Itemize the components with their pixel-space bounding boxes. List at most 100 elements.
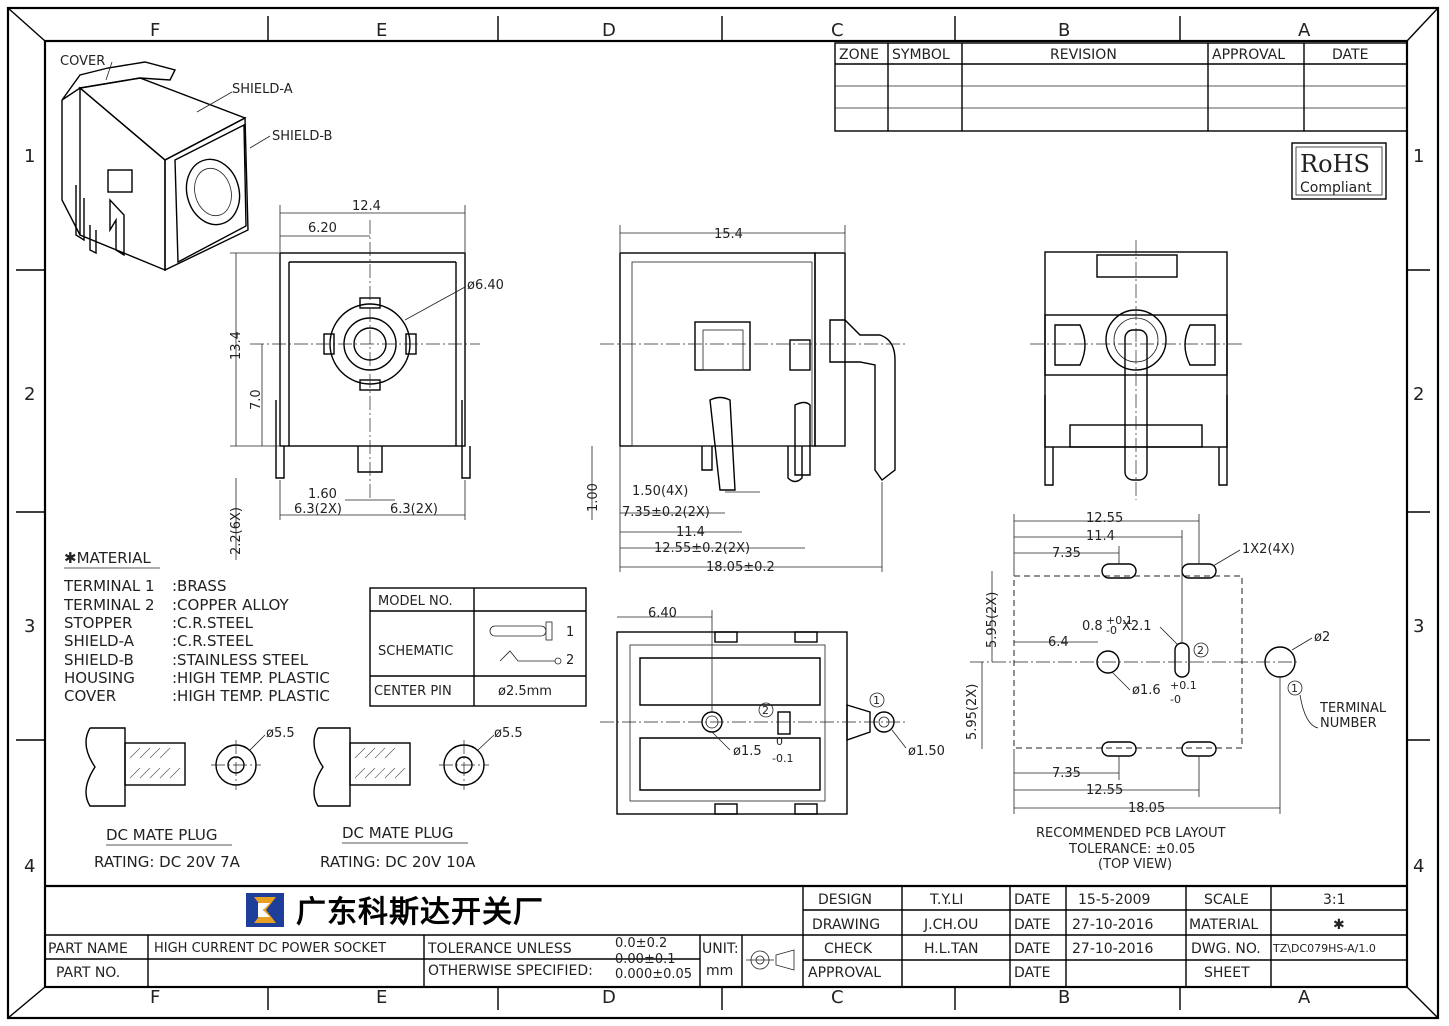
dim-front-mid: 7.0 [249, 389, 264, 410]
zone-row-label: 2 [24, 384, 35, 405]
drawn-by: J.CH.OU [923, 917, 978, 933]
part-no-label: PART NO. [56, 965, 120, 981]
check-date-label: DATE [1014, 941, 1050, 957]
side-view: 15.4 1.00 1.50(4X) 7.35±0.2(2X) 11.4 12.… [586, 225, 905, 575]
material-part: HOUSING [64, 669, 135, 687]
design-date: 15-5-2009 [1078, 892, 1150, 908]
dim-bottom-hole: ø1.5 [733, 744, 762, 759]
model-table: MODEL NO. SCHEMATIC CENTER PIN ø2.5mm 1 … [369, 587, 587, 707]
zone-row-label: 3 [24, 616, 35, 637]
pcb-pin-1: 1 [1291, 682, 1298, 695]
zone-col-label: E [376, 987, 387, 1008]
dim-side-11-4: 11.4 [676, 525, 705, 540]
designer: T.Y.LI [929, 892, 963, 908]
scale-value: 3:1 [1323, 892, 1346, 908]
bottom-pin-1: 1 [873, 694, 880, 707]
center-pin-value: ø2.5mm [498, 684, 552, 699]
projection-symbol-icon [746, 949, 795, 971]
pcb-dim-slot-len: X2.1 [1122, 619, 1152, 634]
rev-header-approval: APPROVAL [1212, 47, 1285, 63]
zone-row-label: 4 [24, 856, 35, 877]
zone-labels: F E D C B A F E D C B A 1 2 3 4 1 2 3 4 [24, 20, 1424, 1008]
dim-bottom-hole-tol-dn: -0.1 [772, 752, 793, 765]
dim-pin-length: 2.2(6X) [229, 507, 244, 555]
pcb-dim-5-95-bottom: 5.95(2X) [965, 684, 980, 740]
title-block: 广东科斯达开关厂 DESIGN T.Y.LI DATE 15-5-2009 SC… [45, 884, 1407, 987]
zone-col-label: D [602, 987, 616, 1008]
rohs-badge: RoHS Compliant [1291, 142, 1387, 200]
tolerance-value-2: 0.00±0.1 [615, 952, 676, 967]
material-spec: :STAINLESS STEEL [172, 651, 309, 669]
material-label: MATERIAL [1189, 917, 1258, 933]
zone-col-label: F [150, 20, 160, 41]
material-part: TERMINAL 2 [63, 596, 155, 614]
material-part: COVER [64, 687, 116, 705]
isometric-view: COVER SHIELD-A SHIELD-B [60, 54, 332, 272]
dim-side-18-05: 18.05±0.2 [706, 560, 775, 575]
dim-bottom-pin: ø1.50 [908, 744, 945, 759]
pcb-dim-7-35: 7.35 [1052, 546, 1081, 561]
pcb-pin-2: 2 [1197, 644, 1204, 657]
schematic-label: SCHEMATIC [378, 644, 453, 659]
pcb-dim-hole-tol-up: +0.1 [1170, 679, 1197, 692]
scale-label: SCALE [1204, 892, 1249, 908]
check-label: CHECK [824, 941, 873, 957]
material-spec: :COPPER ALLOY [172, 596, 290, 614]
zone-row-label: 4 [1413, 856, 1424, 877]
pcb-dim-0-8: 0.8 [1082, 619, 1103, 634]
part-name-label: PART NAME [48, 941, 128, 957]
pcb-dim-5-95-top: 5.95(2X) [985, 592, 1000, 648]
company-name: 广东科斯达开关厂 [296, 895, 544, 930]
pcb-dim-0-8-tol-up: +0.1 [1106, 614, 1133, 627]
dim-pitch-left: 6.3(2X) [294, 502, 342, 517]
model-no-label: MODEL NO. [378, 594, 453, 609]
schematic-pin-2: 2 [566, 653, 574, 668]
bottom-view: 6.40 2 1 ø1.5 0 -0.1 ø1.50 [600, 606, 945, 815]
pcb-dim-6-4: 6.4 [1048, 635, 1069, 650]
tolerance-line-1: TOLERANCE UNLESS [427, 941, 572, 957]
pcb-dim-12-55: 12.55 [1086, 511, 1123, 526]
drawing-date-label: DATE [1014, 917, 1050, 933]
plug-1-dia: ø5.5 [266, 726, 295, 741]
plug-2-title: DC MATE PLUG [342, 824, 454, 842]
rev-header-zone: ZONE [839, 47, 879, 63]
rev-header-date: DATE [1332, 47, 1368, 63]
dc-mate-plug-2: ø5.5 DC MATE PLUG RATING: DC 20V 10A [313, 726, 523, 871]
company-logo [246, 893, 284, 927]
tolerance-value-3: 0.000±0.05 [615, 967, 692, 982]
zone-row-label: 2 [1413, 384, 1424, 405]
zone-row-label: 1 [24, 146, 35, 167]
material-part: STOPPER [64, 614, 132, 632]
dim-bottom-6-40: 6.40 [648, 606, 677, 621]
plug-2-rating: RATING: DC 20V 10A [320, 853, 476, 871]
dim-front-height: 13.4 [229, 331, 244, 360]
dim-pin-width: 1.60 [308, 487, 337, 502]
zone-col-label: C [831, 20, 844, 41]
zone-col-label: F [150, 987, 160, 1008]
part-name-value: HIGH CURRENT DC POWER SOCKET [154, 941, 386, 956]
pcb-dim-b-18-05: 18.05 [1128, 801, 1165, 816]
front-view: 12.4 6.20 ø6.40 13.4 7.0 2.2(6X) 1.60 6.… [229, 199, 504, 560]
zone-col-label: D [602, 20, 616, 41]
dim-front-width: 12.4 [352, 199, 381, 214]
pcb-dim-11-4: 11.4 [1086, 529, 1115, 544]
unit-value: mm [706, 963, 733, 979]
material-part: SHIELD-B [64, 651, 134, 669]
unit-label: UNIT: [702, 941, 739, 957]
material-spec: :C.R.STEEL [172, 632, 254, 650]
drawing-label: DRAWING [812, 917, 880, 933]
pcb-caption-1: RECOMMENDED PCB LAYOUT [1036, 826, 1226, 841]
dim-side-length: 15.4 [714, 227, 743, 242]
rev-header-revision: REVISION [1050, 47, 1117, 63]
approval-date-label: DATE [1014, 965, 1050, 981]
pcb-terminal-label: TERMINAL [1319, 701, 1387, 716]
dwg-no-value: TZ\DC079HS-A/1.0 [1272, 942, 1376, 955]
plug-1-title: DC MATE PLUG [106, 826, 218, 844]
pcb-slot-dim: 1X2(4X) [1242, 542, 1295, 557]
zone-row-label: 1 [1413, 146, 1424, 167]
revision-table: ZONE SYMBOL REVISION APPROVAL DATE [834, 42, 1408, 132]
dwg-no-label: DWG. NO. [1191, 941, 1261, 957]
rohs-subtitle: Compliant [1300, 180, 1372, 196]
label-shield-b: SHIELD-B [272, 129, 332, 144]
